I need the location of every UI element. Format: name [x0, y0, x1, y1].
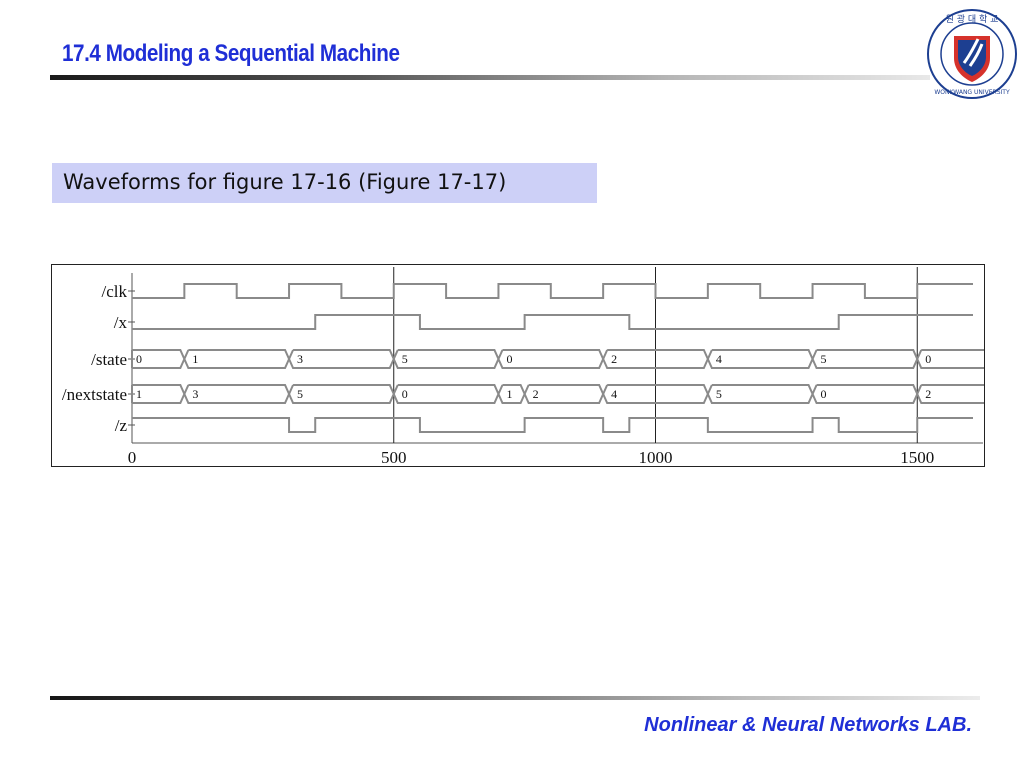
time-tick-label: 1000 — [639, 448, 673, 466]
nextstate-segment — [706, 384, 814, 404]
state-value: 2 — [611, 352, 617, 366]
state-segment — [811, 349, 919, 369]
state-segment — [602, 349, 709, 369]
state-segment — [288, 349, 395, 369]
nextstate-segment — [602, 384, 709, 404]
lab-name: Nonlinear & Neural Networks LAB. — [644, 714, 972, 736]
state-value: 0 — [506, 352, 512, 366]
nextstate-value: 1 — [136, 387, 142, 401]
state-segment — [916, 349, 984, 369]
state-value: 0 — [136, 352, 142, 366]
nextstate-value: 1 — [506, 387, 512, 401]
state-value: 4 — [716, 352, 722, 366]
nextstate-segment — [497, 384, 526, 404]
figure-caption: Waveforms for figure 17-16 (Figure 17-17… — [52, 163, 597, 203]
nextstate-segment — [523, 384, 605, 404]
nextstate-value: 0 — [402, 387, 408, 401]
nextstate-value: 4 — [611, 387, 617, 401]
page-title: 17.4 Modeling a Sequential Machine — [62, 40, 400, 67]
nextstate-segment — [288, 384, 395, 404]
nextstate-value: 0 — [821, 387, 827, 401]
nextstate-value: 3 — [192, 387, 198, 401]
state-value: 0 — [925, 352, 931, 366]
svg-text:원 광 대 학 교: 원 광 대 학 교 — [946, 13, 999, 25]
signal-label: /state — [91, 350, 127, 369]
time-tick-label: 0 — [128, 448, 137, 466]
time-tick-label: 1500 — [900, 448, 934, 466]
nextstate-segment — [183, 384, 291, 404]
nextstate-segment — [916, 384, 984, 404]
signal-label: /nextstate — [62, 385, 127, 404]
state-segment — [392, 349, 500, 369]
state-value: 5 — [402, 352, 408, 366]
x-waveform — [132, 314, 973, 330]
nextstate-value: 5 — [297, 387, 303, 401]
state-segment — [497, 349, 605, 369]
state-segment — [706, 349, 814, 369]
nextstate-value: 5 — [716, 387, 722, 401]
signal-label: /x — [114, 313, 128, 332]
svg-text:WONKWANG UNIVERSITY: WONKWANG UNIVERSITY — [934, 89, 1010, 96]
signal-label: /z — [115, 416, 128, 435]
nextstate-segment — [392, 384, 500, 404]
z-waveform — [132, 417, 973, 433]
university-logo: 원 광 대 학 교 WONKWANG UNIVERSITY — [927, 9, 1017, 99]
time-tick-label: 500 — [381, 448, 407, 466]
state-value: 3 — [297, 352, 303, 366]
footer-divider — [50, 696, 980, 700]
state-value: 5 — [821, 352, 827, 366]
signal-label: /clk — [102, 282, 128, 301]
nextstate-segment — [811, 384, 919, 404]
state-segment — [183, 349, 291, 369]
state-value: 1 — [192, 352, 198, 366]
nextstate-value: 2 — [533, 387, 539, 401]
clk-waveform — [132, 283, 973, 299]
nextstate-value: 2 — [925, 387, 931, 401]
header-divider — [50, 75, 930, 80]
